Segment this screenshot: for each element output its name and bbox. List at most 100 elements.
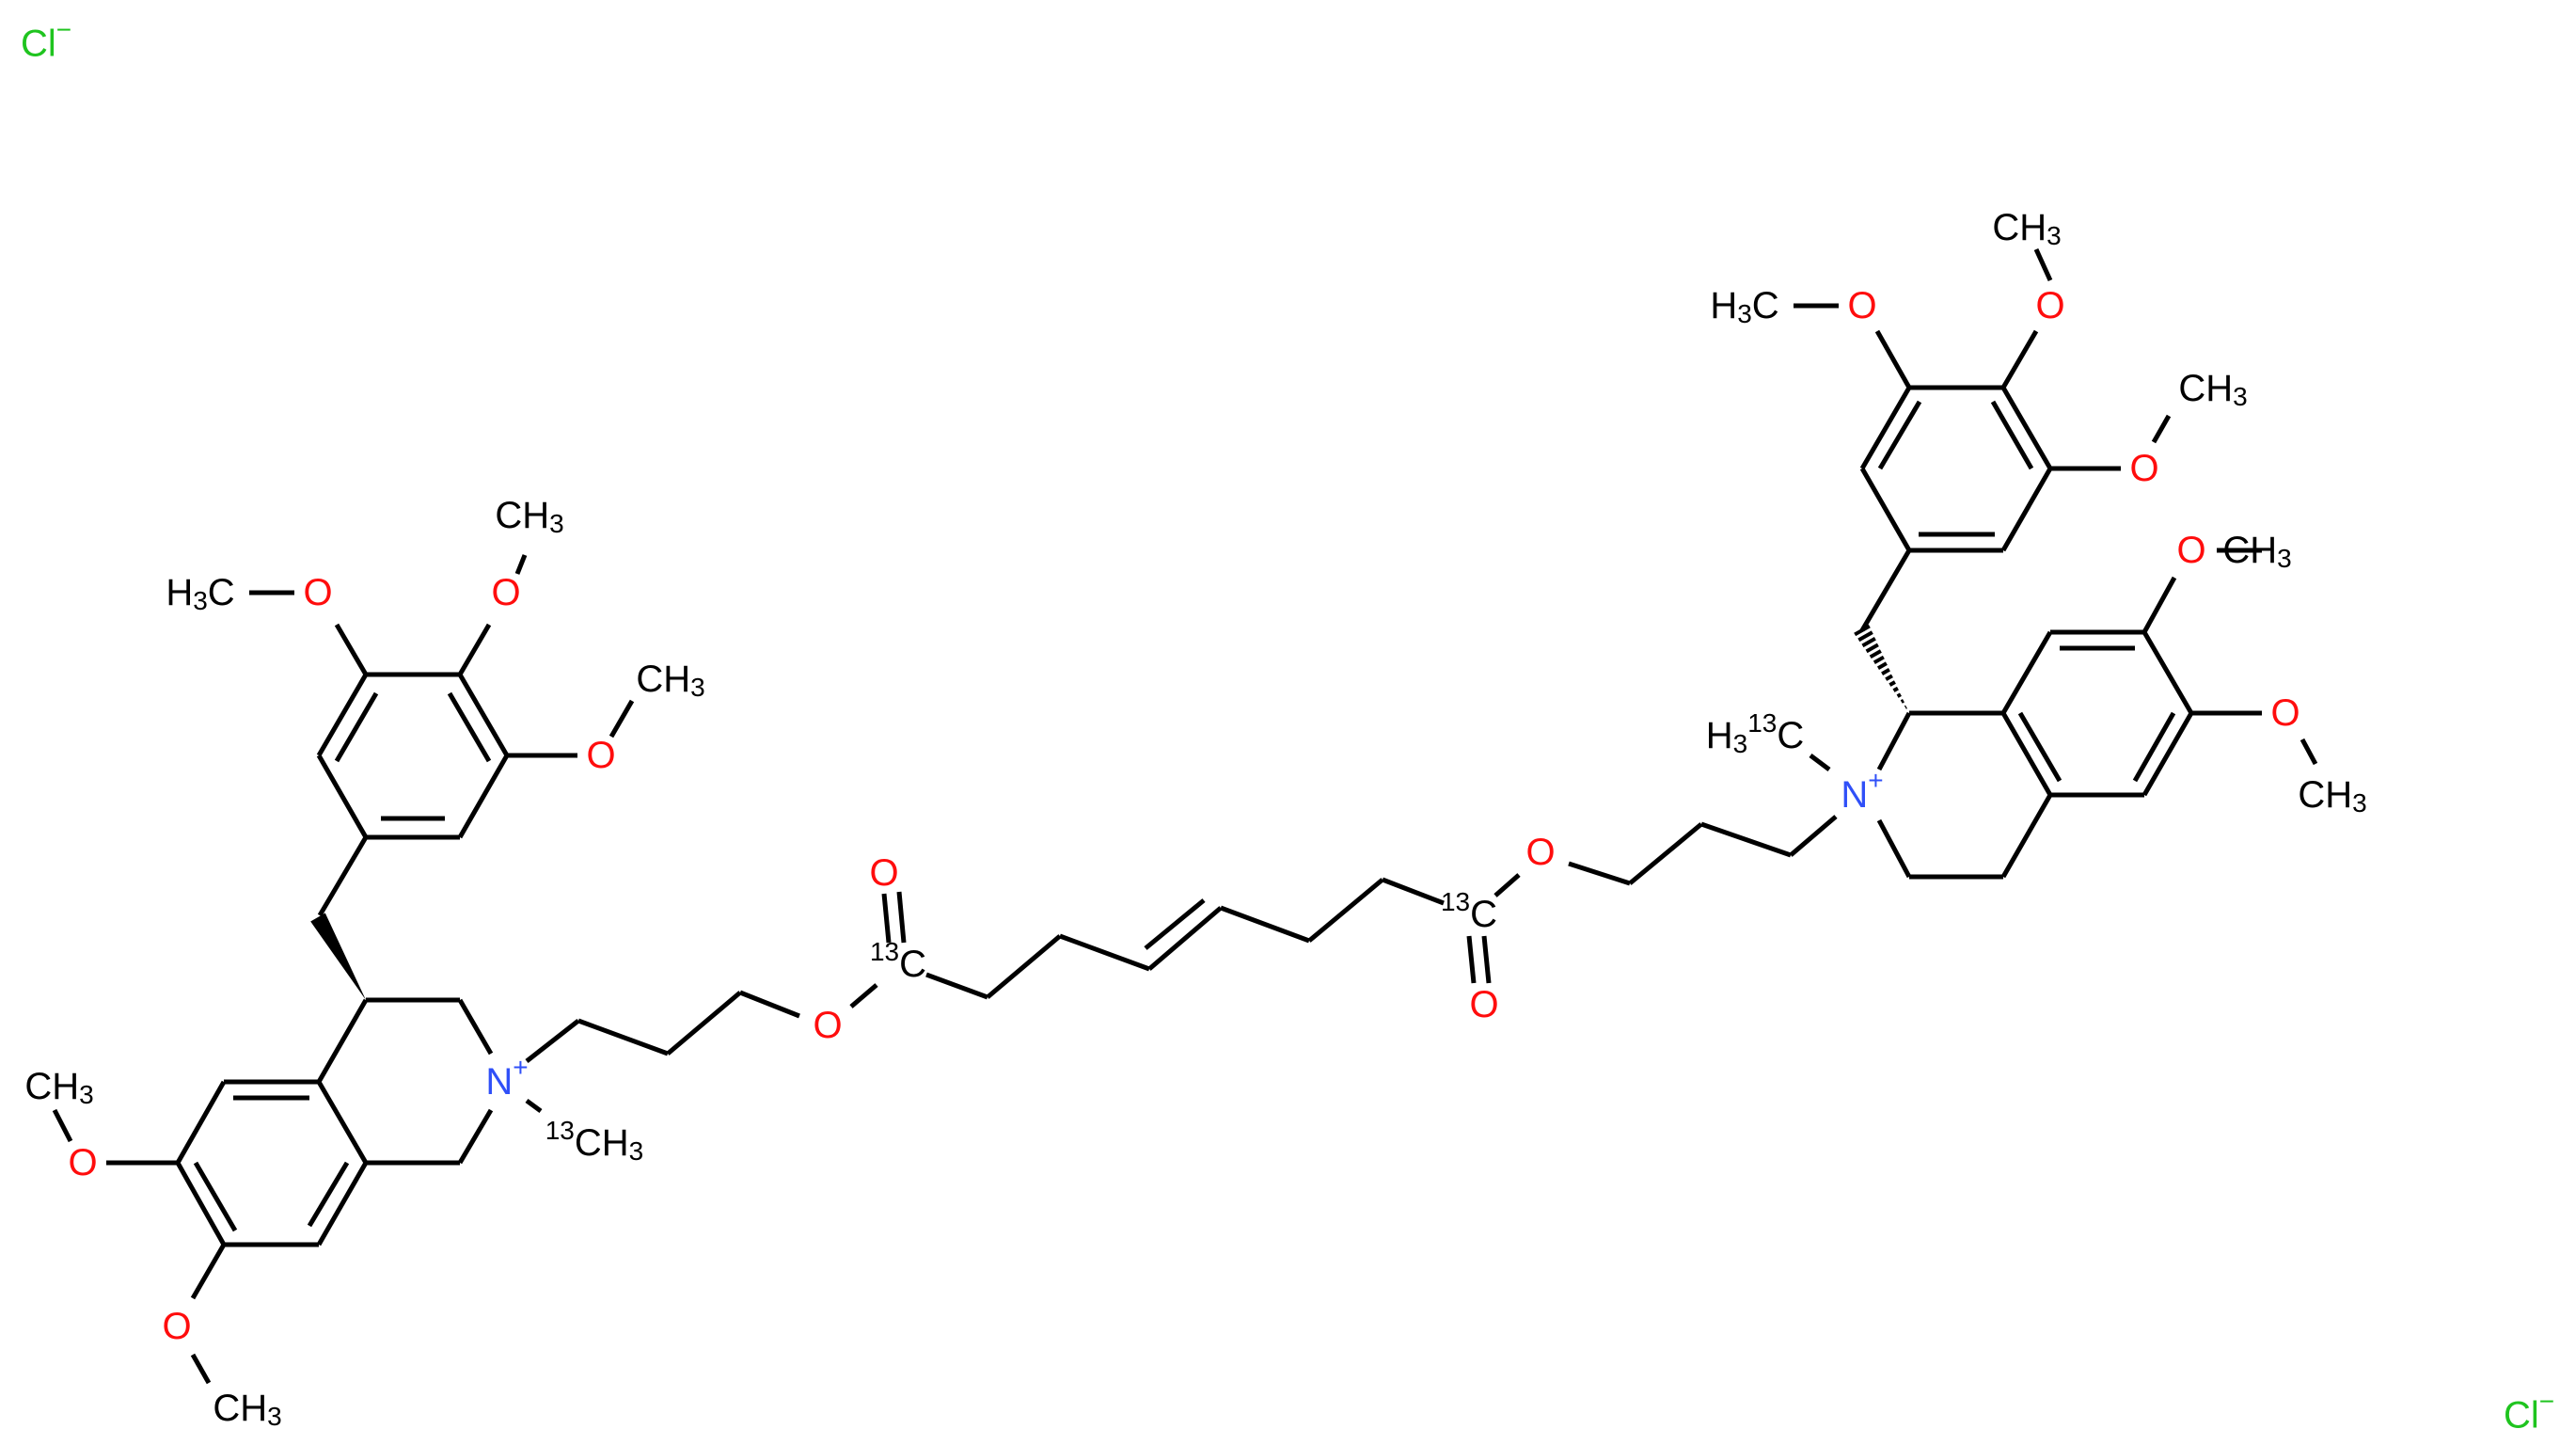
methyl-group-label: CH3: [2222, 530, 2291, 573]
bond: [525, 1098, 543, 1114]
methyl-group-label: CH3: [2178, 368, 2247, 411]
bond: [316, 998, 369, 1084]
bond: [316, 673, 369, 757]
bond: [457, 754, 510, 839]
bond: [175, 1161, 227, 1247]
bond: [2141, 711, 2194, 797]
bond: [307, 1161, 350, 1228]
bond: [514, 554, 528, 575]
oxygen-atom-label: O: [1847, 285, 1876, 326]
bond: [608, 699, 635, 738]
bond: [190, 1243, 227, 1300]
bond: [2000, 630, 2053, 715]
bond: [2000, 793, 2053, 879]
bond: [316, 1080, 369, 1165]
bond: [1859, 386, 1912, 470]
bond: [447, 691, 492, 763]
bond: [1809, 754, 1831, 771]
oxygen-atom-label: O: [2035, 285, 2064, 326]
oxygen-atom-label: O: [303, 572, 332, 613]
bond: [1307, 878, 1384, 943]
bond: [316, 754, 369, 839]
bond: [457, 998, 494, 1056]
bond: [986, 934, 1062, 999]
stereo-wedge-layer: [310, 624, 1907, 1000]
methyl-group-label: 13C: [870, 937, 926, 986]
bond: [2132, 711, 2176, 783]
bond: [1568, 861, 1631, 886]
bond: [52, 1108, 73, 1143]
methyl-group-label: 13C: [1441, 887, 1497, 936]
methyl-group-label: CH3: [213, 1388, 281, 1431]
bond: [457, 623, 492, 676]
bond: [1382, 877, 1445, 906]
bond: [896, 891, 907, 944]
methyl-group-label: CH3: [2298, 774, 2366, 818]
bond: [334, 691, 379, 763]
bond: [2017, 711, 2062, 783]
oxygen-atom-label: O: [1525, 832, 1555, 873]
nitrogen-atom-label: N+: [485, 1053, 528, 1104]
methyl-group-label: H3C: [166, 572, 234, 615]
bond: [1876, 711, 1912, 771]
bond: [1466, 935, 1477, 984]
methyl-group-label: 13CH3: [545, 1116, 644, 1166]
bond: [1628, 822, 1703, 885]
bond: [2000, 711, 2053, 797]
bond-layer: [52, 247, 2318, 1385]
bond: [316, 1161, 369, 1247]
bond: [1876, 818, 1912, 879]
methyl-group-label: H313C: [1706, 708, 1805, 758]
bond: [1144, 898, 1206, 950]
oxygen-atom-label: O: [586, 735, 615, 776]
bond: [1493, 873, 1521, 897]
bond: [1059, 933, 1150, 972]
nitrogen-atom-label: N+: [1841, 766, 1883, 817]
methyl-group-label: CH3: [24, 1066, 93, 1109]
bond: [739, 990, 800, 1019]
bond: [2141, 630, 2194, 715]
bond: [1859, 548, 1912, 632]
bond: [2033, 247, 2053, 282]
bond: [1481, 935, 1492, 984]
bond: [849, 983, 878, 1008]
oxygen-atom-label: O: [869, 852, 898, 894]
bond: [457, 673, 510, 757]
bond: [525, 1019, 580, 1063]
bond: [317, 835, 369, 917]
bond: [1859, 467, 1912, 552]
methyl-group-label: CH3: [495, 495, 563, 538]
bond: [666, 991, 742, 1056]
bond: [190, 1353, 212, 1385]
bond: [334, 623, 369, 676]
methyl-group-label: H3C: [1710, 285, 1778, 328]
bond: [577, 1018, 669, 1056]
bond: [193, 1161, 238, 1232]
oxygen-atom-label: O: [491, 572, 520, 613]
oxygen-atom-label: O: [813, 1005, 842, 1046]
bond: [2141, 576, 2177, 634]
bond: [2000, 386, 2053, 470]
bond: [1877, 400, 1922, 470]
bond: [881, 893, 892, 944]
oxygen-atom-label: O: [68, 1142, 97, 1183]
bond: [1147, 906, 1223, 971]
oxygen-atom-label: O: [162, 1306, 191, 1347]
bond: [2299, 738, 2318, 766]
chloride-counterion-top-left: Cl−: [21, 15, 72, 65]
oxygen-atom-label: O: [1469, 984, 1498, 1025]
bond: [1220, 905, 1310, 944]
bond: [925, 972, 988, 1000]
methyl-group-label: CH3: [1992, 207, 2061, 250]
bond: [2000, 329, 2039, 389]
hashed-wedge-bond: [1854, 624, 1907, 709]
solid-wedge-bond: [310, 913, 366, 1000]
bond: [2151, 414, 2172, 444]
bond: [1700, 821, 1792, 858]
methyl-group-label: CH3: [636, 659, 704, 702]
bond: [1990, 400, 2034, 470]
oxygen-atom-label: O: [2129, 448, 2158, 489]
bond: [1874, 329, 1912, 389]
